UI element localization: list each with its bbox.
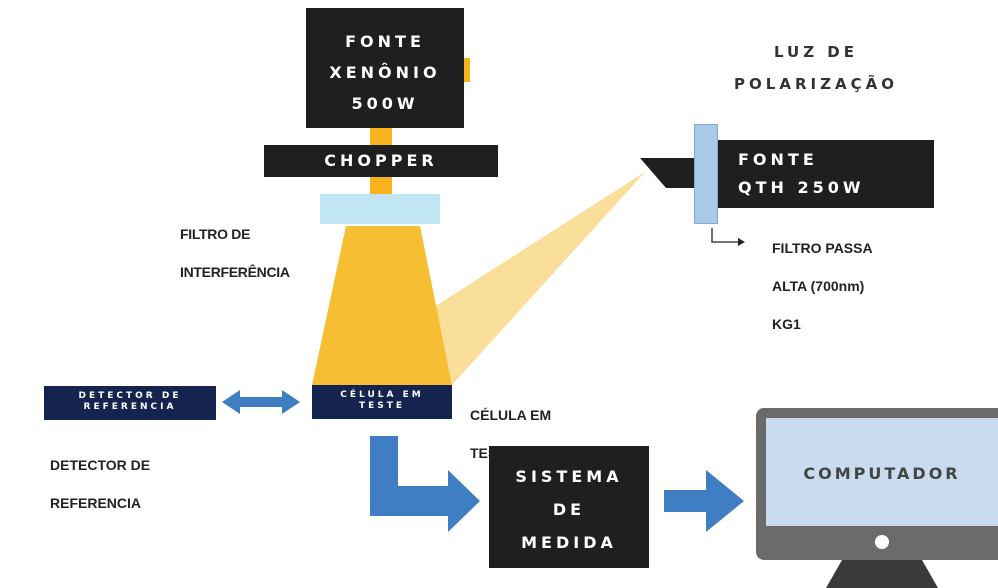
highpass-filter-label: FILTRO PASSA ALTA (700nm) KG1	[772, 220, 873, 353]
reference-detector-box-line-2: REFERENCIA	[83, 402, 177, 412]
xenon-source-line-2: XENÔNIO	[329, 63, 441, 82]
polarization-light-label: LUZ DE POLARIZAÇÃO	[716, 36, 916, 100]
computer-label: COMPUTADOR	[803, 464, 961, 483]
xenon-source-line-3: 500W	[351, 94, 419, 113]
chopper-label: CHOPPER	[324, 151, 438, 170]
highpass-filter-bar	[694, 124, 718, 224]
interference-filter-label-line-1: FILTRO DE	[180, 226, 251, 242]
xenon-source-line-1: FONTE	[345, 32, 425, 51]
computer-screen-label: COMPUTADOR	[766, 464, 998, 483]
xenon-source-box: FONTE XENÔNIO 500W	[306, 8, 464, 128]
xenon-beam-cone	[312, 226, 452, 385]
qth-source-line-2: QTH 250W	[738, 178, 865, 197]
reference-detector-label-line-2: REFERENCIA	[50, 495, 142, 511]
test-cell-label-line-1: CÉLULA EM	[470, 407, 552, 423]
l-arrow-icon	[370, 436, 480, 532]
interference-filter-label-line-2: INTERFERÊNCIA	[180, 264, 290, 280]
xenon-beam-mid	[370, 176, 392, 196]
qth-source-funnel	[640, 158, 700, 188]
chopper-box: CHOPPER	[264, 145, 498, 177]
test-cell-box: CÉLULA EM TESTE	[312, 385, 452, 419]
xenon-beam-top	[370, 128, 392, 146]
test-cell-box-line-1: CÉLULA EM	[340, 390, 424, 400]
qth-source-line-1: FONTE	[738, 150, 818, 169]
interference-filter	[320, 194, 440, 224]
highpass-filter-line-2: ALTA (700nm)	[772, 278, 865, 294]
reference-detector-label: DETECTOR DE REFERENCIA	[50, 437, 150, 532]
computer-monitor	[756, 408, 998, 588]
filter-output-arrow-icon	[711, 228, 745, 246]
interference-filter-label: FILTRO DE INTERFERÊNCIA	[180, 206, 290, 301]
highpass-filter-line-3: KG1	[772, 316, 801, 332]
lamp-tab	[464, 58, 470, 82]
polarization-light-line-1: LUZ DE	[774, 43, 858, 61]
measurement-system-line-3: MEDIDA	[521, 533, 617, 552]
qth-source-box: FONTE QTH 250W	[700, 140, 934, 208]
reference-detector-box: DETECTOR DE REFERENCIA	[44, 386, 216, 420]
reference-detector-label-line-1: DETECTOR DE	[50, 457, 151, 473]
highpass-filter-line-1: FILTRO PASSA	[772, 240, 873, 256]
measurement-system-line-2: DE	[552, 500, 586, 519]
measurement-system-line-1: SISTEMA	[515, 467, 623, 486]
measurement-system-box: SISTEMA DE MEDIDA	[489, 446, 649, 568]
double-arrow-icon	[222, 390, 300, 414]
test-cell-box-line-2: TESTE	[358, 401, 406, 411]
polarization-light-line-2: POLARIZAÇÃO	[734, 75, 898, 93]
right-arrow-icon	[664, 470, 744, 532]
reference-detector-box-line-1: DETECTOR DE	[78, 391, 182, 401]
